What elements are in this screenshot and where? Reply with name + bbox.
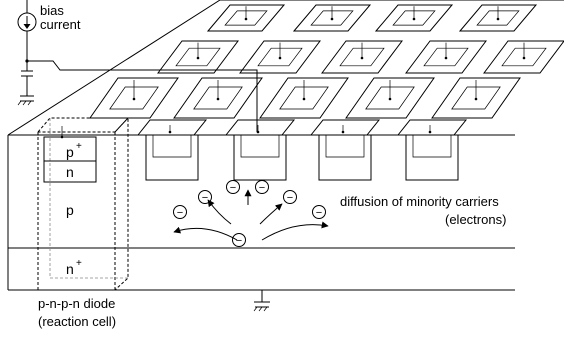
front-cell-wells: [137, 119, 468, 181]
svg-text:−: −: [316, 207, 322, 219]
surface-cell-r3-c4: [458, 4, 538, 32]
diffusion-label: diffusion of minority carriers: [340, 194, 499, 209]
electrons-label: (electrons): [445, 212, 506, 227]
front-cell-2: [225, 119, 296, 181]
n-region-box: [43, 161, 97, 183]
surface-cell-r2-c1: [157, 40, 239, 74]
svg-text:−: −: [259, 182, 265, 194]
surface-cell-r3-c2: [292, 4, 372, 32]
electron-4: −: [283, 190, 297, 204]
front-cell-3: [310, 119, 381, 181]
electron-7: −: [232, 233, 246, 247]
electron-1: −: [198, 190, 212, 204]
bias-label: bias: [40, 3, 64, 18]
reaction-cell-outline: [37, 116, 130, 291]
surface-cell-r1-c3: [259, 77, 349, 119]
surface-cell-r3-c1: [206, 4, 286, 32]
nplus-superscript: +: [76, 258, 82, 269]
electron-6: −: [312, 205, 326, 219]
pplus-superscript: +: [76, 141, 82, 152]
current-label: current: [40, 17, 81, 32]
svg-text:−: −: [287, 192, 293, 204]
surface-cell-r2-c4: [405, 40, 487, 74]
svg-text:−: −: [230, 182, 236, 194]
surface-cell-r2-c5: [483, 40, 564, 74]
svg-text:−: −: [236, 235, 242, 247]
svg-text:−: −: [177, 207, 183, 219]
pplus-region-box: [43, 136, 97, 162]
surface-cell-r1-c2: [173, 77, 263, 119]
electron-2: −: [226, 180, 240, 194]
substrate-ground-icon: [253, 290, 270, 312]
pplus-label: p: [66, 144, 74, 160]
cell-caption-line1: p-n-p-n diode: [38, 296, 115, 311]
diffusion-arrows: [173, 189, 329, 241]
surface-cell-r2-c2: [239, 40, 321, 74]
surface-cell-grid: [89, 4, 564, 119]
p-label: p: [66, 202, 74, 218]
cell-caption-line2: (reaction cell): [38, 314, 116, 329]
electron-5: −: [173, 205, 187, 219]
electron-3: −: [255, 180, 269, 194]
svg-text:−: −: [202, 192, 208, 204]
surface-cell-r3-c3: [374, 4, 454, 32]
chip-top-surface-edge: [7, 0, 564, 136]
surface-cell-r1-c5: [431, 77, 521, 119]
bias-wire: [27, 60, 258, 132]
front-cell-1: [137, 119, 208, 181]
nplus-label: n: [66, 261, 74, 277]
surface-cell-r2-c3: [321, 40, 403, 74]
surface-cell-r1-c1: [89, 77, 179, 119]
front-cell-4: [397, 119, 468, 181]
n-label: n: [66, 164, 74, 180]
surface-cell-r1-c4: [345, 77, 435, 119]
minority-carriers: − − − − − − −: [173, 180, 326, 247]
bias-current-source: [17, 0, 258, 132]
